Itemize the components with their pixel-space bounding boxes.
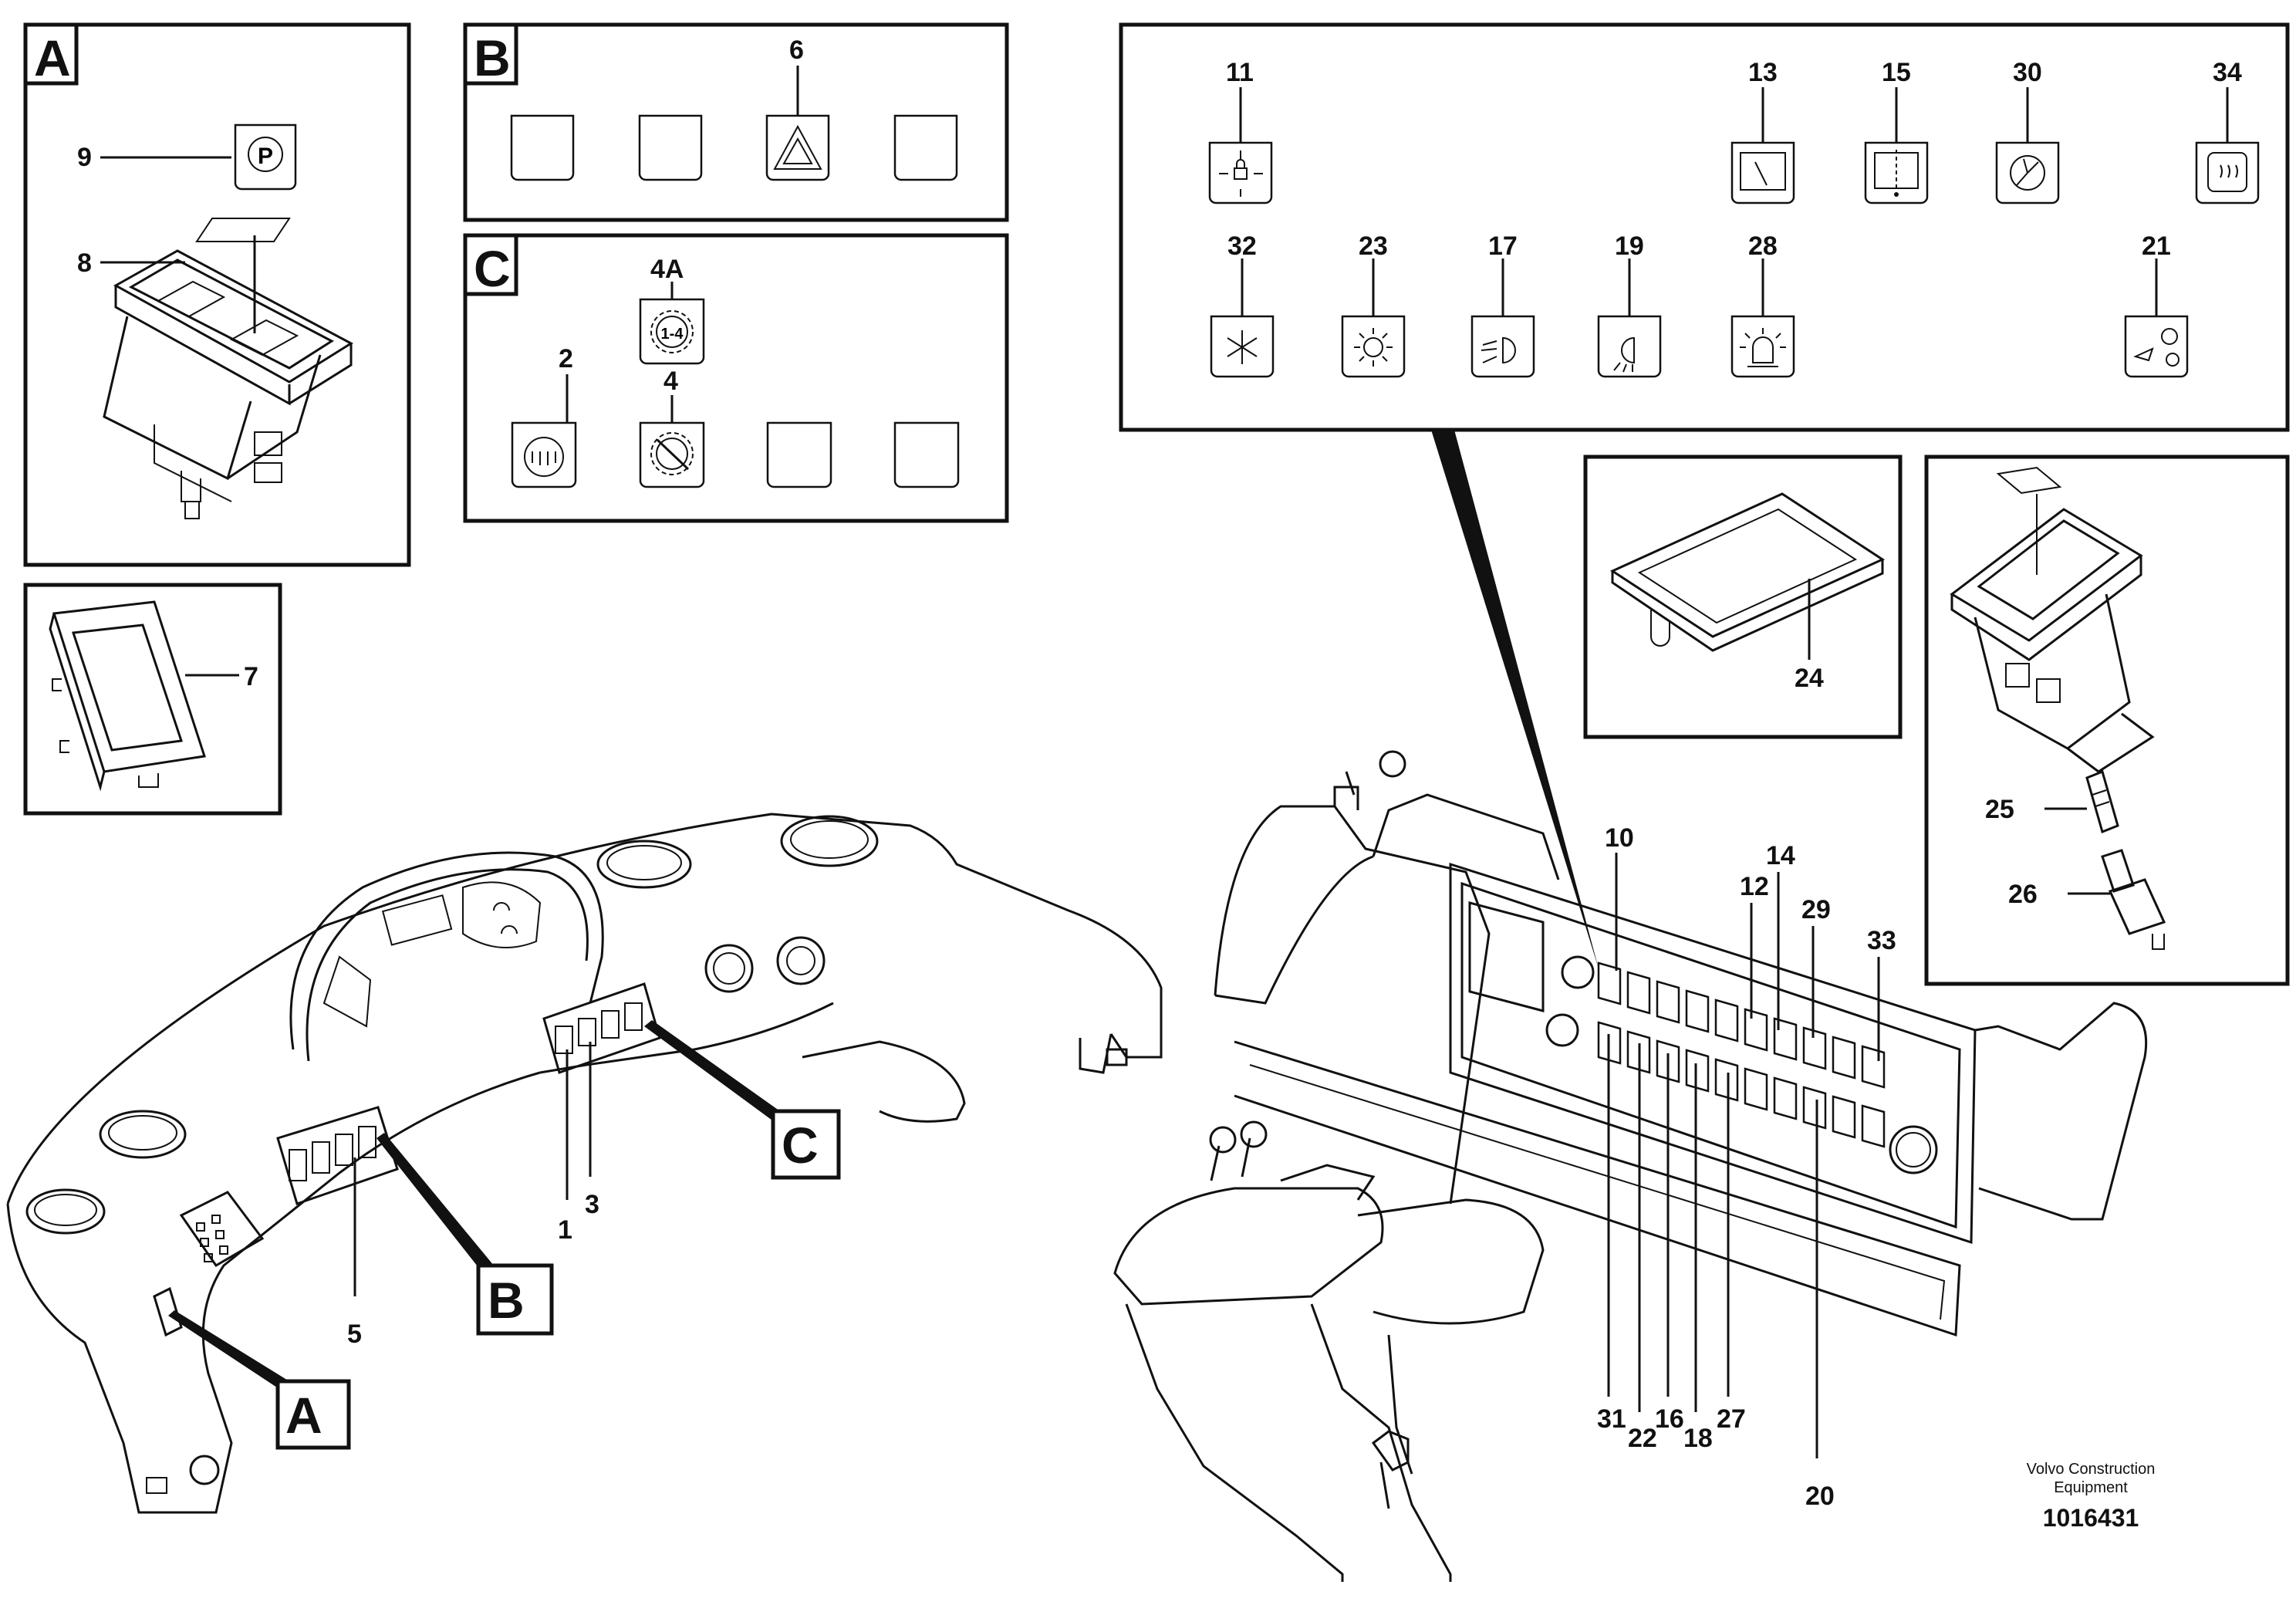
- snowflake-icon: [1210, 315, 1275, 378]
- callout-a: A: [275, 1379, 351, 1450]
- callout-pointer-a: [168, 1310, 289, 1391]
- beacon-icon: [1730, 315, 1795, 378]
- door-icon: [1864, 141, 1929, 204]
- label-34: 34: [2213, 58, 2242, 87]
- differential-lock-icon: [511, 421, 577, 488]
- section-label-c: C: [474, 240, 511, 297]
- part-number: 1016431: [2043, 1504, 2139, 1532]
- front-lights-icon: [1470, 315, 1535, 378]
- svg-text:B: B: [488, 1272, 525, 1329]
- label-1: 1: [558, 1215, 572, 1245]
- rocker-switch-drawing: [1950, 466, 2155, 773]
- callout-c: C: [771, 1109, 841, 1180]
- console-drawing: [1113, 750, 2148, 1582]
- heated-seat-icon: [2195, 141, 2260, 204]
- label-12: 12: [1740, 872, 1769, 901]
- gear-range-icon: 1-4: [639, 298, 705, 365]
- label-27: 27: [1717, 1404, 1746, 1434]
- label-6: 6: [789, 35, 804, 65]
- label-17: 17: [1488, 231, 1518, 261]
- label-5: 5: [347, 1320, 362, 1349]
- detail-box-switch-connector: 25 26: [1924, 454, 2290, 986]
- work-light-icon: [1341, 315, 1406, 378]
- svg-text:C: C: [782, 1117, 819, 1174]
- detail-box-c: C 1-4 4A 4 2: [463, 233, 1009, 523]
- connector-25-drawing: [2085, 769, 2119, 834]
- label-20: 20: [1805, 1482, 1835, 1511]
- display-module-drawing: [49, 600, 206, 792]
- label-21: 21: [2142, 231, 2171, 261]
- lock-icon: [1208, 141, 1273, 204]
- blank-switch: [510, 114, 575, 181]
- connector-26-drawing: [2101, 849, 2166, 950]
- dashboard-drawing: [6, 813, 1163, 1514]
- label-2: 2: [559, 344, 573, 373]
- kickdown-icon: [639, 421, 705, 488]
- label-25: 25: [1985, 795, 2014, 824]
- blank-switch: [766, 421, 832, 488]
- svg-text:A: A: [285, 1387, 322, 1444]
- label-26: 26: [2008, 880, 2038, 909]
- label-9: 9: [77, 143, 92, 172]
- label-31: 31: [1597, 1404, 1626, 1434]
- label-23: 23: [1359, 231, 1388, 261]
- label-11: 11: [1226, 58, 1254, 87]
- steering-icon: [1995, 141, 2060, 204]
- detail-box-b: B 6: [463, 22, 1009, 222]
- detail-box-a: A P 9 8: [23, 22, 411, 567]
- switch-symbols-box: 11 13 15 30 34: [1119, 22, 2290, 432]
- callout-b: B: [476, 1263, 554, 1336]
- label-30: 30: [2013, 58, 2042, 87]
- label-8: 8: [77, 248, 92, 278]
- blank-switch: [638, 114, 703, 181]
- label-14: 14: [1766, 841, 1795, 870]
- detail-box-display-7: 7: [23, 583, 282, 816]
- rocker-switch-drawing: [103, 218, 353, 519]
- label-3: 3: [585, 1190, 599, 1219]
- blank-switch: [893, 421, 960, 488]
- blank-switch: [893, 114, 958, 181]
- callout-pointer-c: [644, 1020, 791, 1127]
- gauge-icon: [1730, 141, 1795, 204]
- label-15: 15: [1882, 58, 1911, 87]
- label-4: 4: [663, 367, 678, 396]
- section-label-a: A: [34, 29, 71, 86]
- credit-line-2: Equipment: [2054, 1479, 2128, 1496]
- label-24: 24: [1795, 664, 1824, 693]
- label-33: 33: [1867, 926, 1896, 955]
- label-28: 28: [1748, 231, 1778, 261]
- wiper-icon: [2124, 315, 2189, 378]
- detail-box-display-24: 24: [1583, 454, 1903, 739]
- callout-pointer-b: [376, 1133, 494, 1273]
- gear-range-symbol: 1-4: [661, 326, 684, 343]
- section-label-b: B: [474, 29, 511, 86]
- label-19: 19: [1615, 231, 1644, 261]
- credit-line-1: Volvo Construction: [2027, 1461, 2156, 1478]
- parking-brake-symbol: P: [258, 144, 273, 169]
- label-4a: 4A: [650, 255, 684, 284]
- label-13: 13: [1748, 58, 1778, 87]
- pointer-wedge: [1431, 430, 1599, 968]
- label-16: 16: [1655, 1404, 1684, 1434]
- rear-lights-icon: [1597, 315, 1662, 378]
- display-24-drawing: [1609, 492, 1886, 652]
- label-10: 10: [1605, 823, 1634, 853]
- label-32: 32: [1227, 231, 1257, 261]
- label-29: 29: [1801, 895, 1831, 924]
- label-22: 22: [1628, 1424, 1657, 1453]
- parking-brake-icon: P: [234, 123, 297, 191]
- label-18: 18: [1683, 1424, 1713, 1453]
- label-7: 7: [244, 662, 258, 691]
- hazard-warning-icon: [765, 114, 830, 181]
